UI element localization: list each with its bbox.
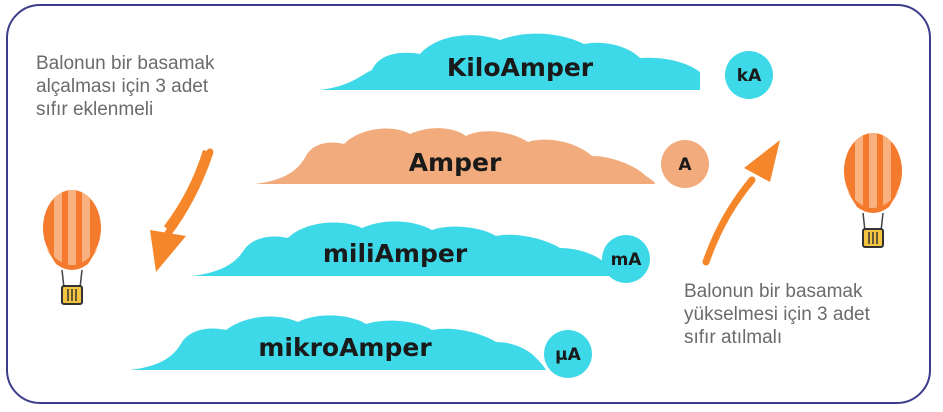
- unit-badge: [544, 330, 592, 378]
- diagram-frame: [6, 4, 931, 404]
- cloud-shape: [255, 128, 655, 184]
- unit-cloud-kiloamper: KiloAmper kA: [320, 33, 773, 99]
- cloud-shape: [320, 33, 700, 90]
- unit-symbol: A: [678, 155, 692, 175]
- unit-symbol: mA: [611, 250, 643, 270]
- unit-label: KiloAmper: [447, 53, 594, 82]
- hot-air-balloon-icon: [43, 190, 101, 305]
- curved-arrow-up-icon: [702, 140, 780, 266]
- unit-cloud-mikroamper: mikroAmper μA: [130, 315, 592, 378]
- ascend-note: Balonun bir basamak yükselmesi için 3 ad…: [684, 281, 870, 348]
- descend-note: Balonun bir basamak alçalması için 3 ade…: [36, 53, 215, 120]
- unit-symbol: μA: [555, 345, 582, 365]
- unit-label: mikroAmper: [258, 333, 432, 362]
- unit-symbol: kA: [737, 66, 762, 86]
- unit-badge: [602, 235, 650, 283]
- unit-badge: [661, 140, 709, 188]
- hot-air-balloon-icon: [844, 133, 902, 248]
- unit-badge: [725, 51, 773, 99]
- curved-arrow-down-icon: [150, 148, 214, 272]
- cloud-shape: [192, 221, 614, 276]
- cloud-shape: [130, 315, 546, 370]
- unit-cloud-amper: Amper A: [255, 128, 709, 188]
- unit-cloud-miliamper: miliAmper mA: [192, 221, 650, 283]
- unit-label: Amper: [409, 148, 502, 177]
- unit-label: miliAmper: [323, 239, 468, 268]
